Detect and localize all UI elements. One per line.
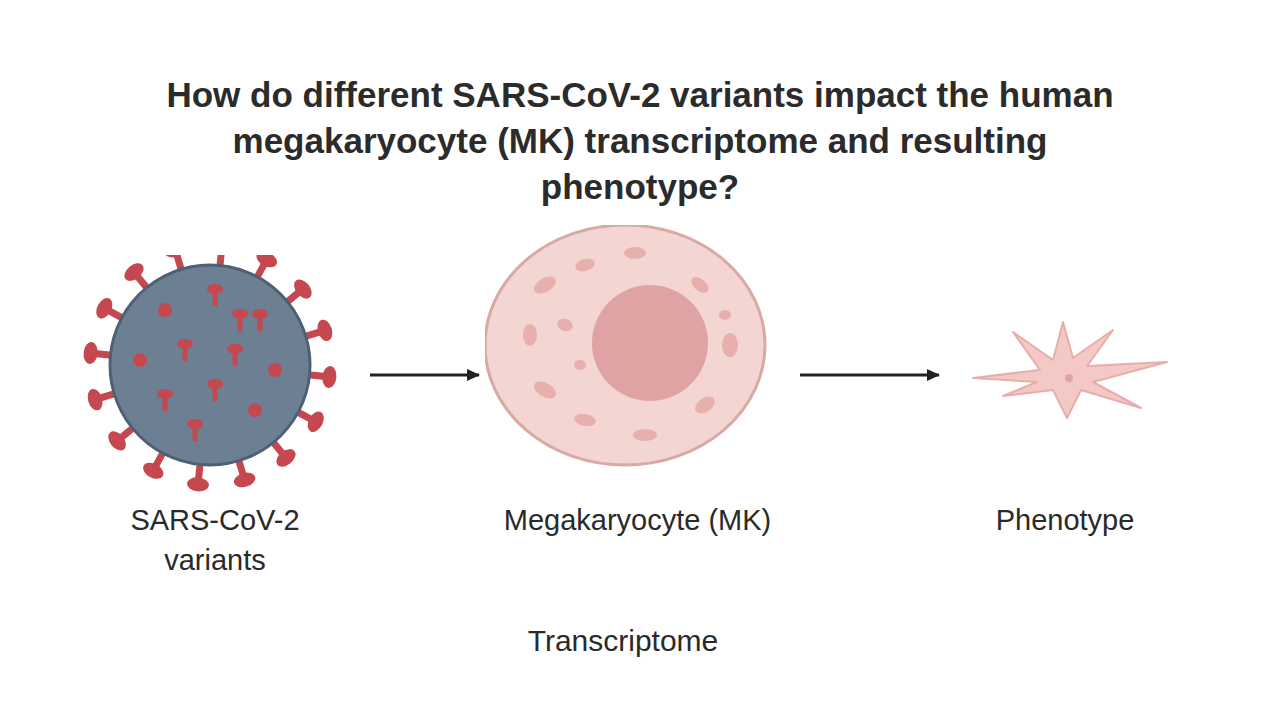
surface-dot	[248, 403, 262, 417]
spike-head	[121, 260, 147, 285]
cell-membrane	[485, 225, 765, 465]
plain-label: Transcriptome	[423, 622, 823, 660]
spike-head	[163, 255, 188, 260]
platelet-dot	[1065, 374, 1073, 382]
surface-spike-head	[177, 339, 193, 349]
spike-head	[140, 459, 166, 482]
node-illustration	[70, 255, 360, 495]
arrow-connector	[370, 374, 479, 377]
node-illustration	[945, 300, 1185, 430]
spike-head	[291, 276, 316, 302]
cell-granule	[574, 257, 596, 274]
virus-body	[110, 265, 310, 465]
illustrated-node: Phenotype	[945, 300, 1185, 546]
node-label: Megakaryocyte (MK)	[503, 500, 773, 540]
spike-head	[321, 365, 337, 388]
cell-granule	[624, 247, 646, 259]
cell-granule	[719, 310, 731, 320]
spike-head	[315, 318, 335, 343]
spike-head	[105, 428, 130, 454]
spike-head	[85, 387, 105, 412]
cell-granule	[523, 324, 537, 346]
cell-granule	[531, 378, 559, 402]
surface-dot	[133, 353, 147, 367]
cell-granule	[633, 429, 657, 441]
cell-granule	[692, 393, 718, 417]
surface-spike-head	[187, 419, 203, 429]
spike-head	[304, 409, 327, 435]
surface-dot	[158, 303, 172, 317]
surface-spike-head	[232, 309, 248, 319]
illustrated-node: SARS-CoV-2 variants	[70, 255, 360, 586]
spike-head	[186, 476, 209, 492]
surface-dot	[268, 363, 282, 377]
node-illustration	[485, 225, 790, 470]
title-text: How do different SARS-CoV-2 variants imp…	[140, 72, 1140, 210]
cell-granule	[573, 412, 597, 428]
cell-granule	[722, 333, 738, 357]
node-label: SARS-CoV-2 variants	[110, 500, 320, 580]
surface-spike-head	[207, 379, 223, 389]
cell-granule	[574, 360, 586, 370]
illustrated-node: Megakaryocyte (MK)	[485, 225, 790, 546]
spike-head	[93, 295, 116, 321]
cell-granule	[555, 317, 574, 334]
cell-nucleus	[592, 285, 708, 401]
spike-head	[232, 470, 257, 490]
cell-granule	[531, 273, 559, 297]
spike-head	[83, 341, 99, 364]
spike-head	[254, 255, 280, 271]
cell-granule	[688, 274, 711, 296]
node-label: Phenotype	[950, 500, 1180, 540]
platelet-shape	[973, 322, 1167, 418]
surface-spike-head	[252, 309, 268, 319]
arrow-connector	[800, 374, 939, 377]
spike-head	[273, 446, 299, 471]
surface-spike-head	[157, 389, 173, 399]
surface-spike-head	[227, 344, 243, 354]
surface-spike-head	[207, 284, 223, 294]
